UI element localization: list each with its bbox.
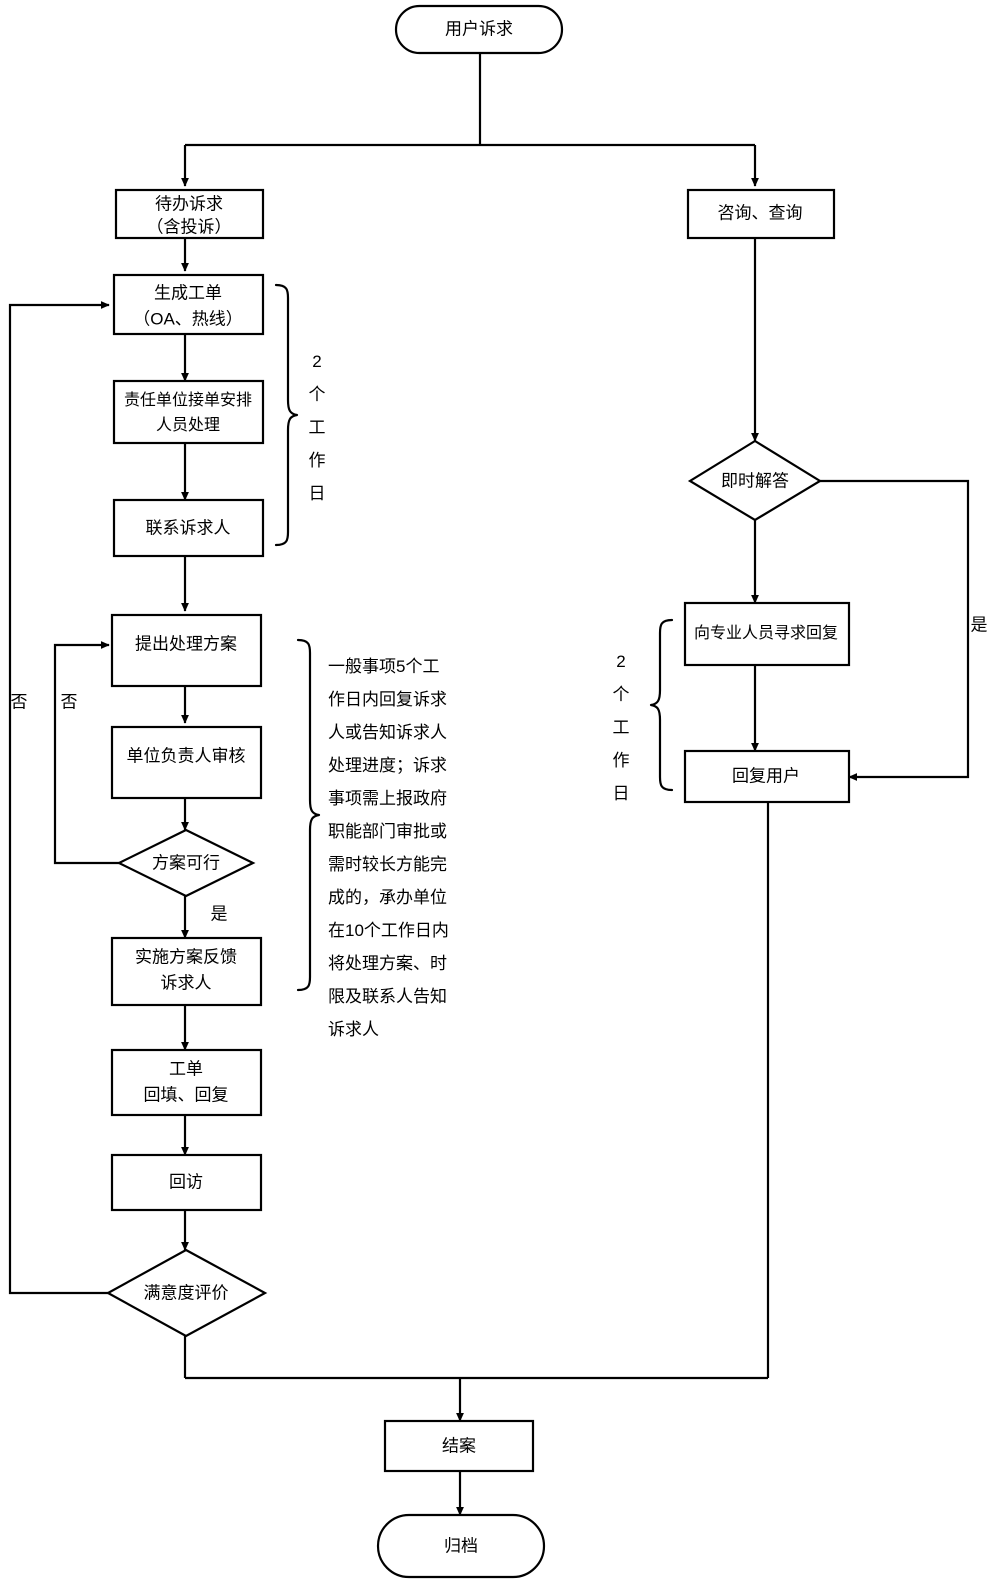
node-contact-label: 联系诉求人 (146, 518, 231, 537)
annotation-sla-right-char-3: 作 (612, 751, 630, 770)
annotation-policy-note-line-3: 处理进度；诉求 (328, 756, 447, 775)
node-start[interactable]: 用户诉求 (394, 4, 564, 55)
node-feasible[interactable]: 方案可行 (116, 828, 256, 898)
annotation-sla-left-top-char-0: 2 (312, 352, 322, 371)
node-close-case[interactable]: 结案 (383, 1419, 535, 1473)
node-instant-answer[interactable]: 即时解答 (687, 439, 823, 522)
annotation-policy-note-line-11: 诉求人 (328, 1020, 379, 1039)
node-consult-label: 咨询、查询 (718, 203, 803, 222)
edge-label-feasible-yes: 是 (211, 904, 228, 923)
annotation-policy-note-line-8: 在10个工作日内 (328, 921, 449, 940)
node-start-label: 用户诉求 (445, 19, 513, 38)
annotation-sla-left-top-char-3: 作 (308, 451, 326, 470)
node-create-order-label-line2: （OA、热线） (133, 309, 243, 328)
annotation-policy-note-line-10: 限及联系人告知 (328, 987, 447, 1006)
node-archive-label: 归档 (444, 1536, 478, 1555)
node-pending-label-line2: （含投诉） (147, 217, 232, 236)
edge-label-feasible-no: 否 (61, 692, 78, 711)
node-pending[interactable]: 待办诉求 （含投诉） (114, 188, 265, 240)
annotation-policy-note-line-4: 事项需上报政府 (328, 789, 447, 808)
annotation-policy-note-line-1: 作日内回复诉求 (328, 690, 447, 709)
edge-instant-yes-bypass (820, 479, 970, 781)
annotation-sla-left-top-char-1: 个 (308, 385, 326, 404)
node-assign-label-line1: 责任单位接单安排 (124, 391, 252, 409)
edge-label-instant-answer-yes: 是 (971, 615, 988, 634)
node-revisit-label: 回访 (169, 1172, 203, 1191)
node-consult[interactable]: 咨询、查询 (686, 188, 836, 240)
annotation-sla-right-char-2: 工 (612, 718, 630, 737)
node-implement-label-line2: 诉求人 (161, 973, 212, 992)
annotation-sla-right-char-1: 个 (612, 685, 630, 704)
node-satisfaction[interactable]: 满意度评价 (105, 1248, 268, 1338)
node-close-case-label: 结案 (442, 1436, 476, 1455)
node-propose[interactable]: 提出处理方案 (110, 613, 263, 688)
node-assign[interactable]: 责任单位接单安排 人员处理 (112, 379, 265, 445)
node-review[interactable]: 单位负责人审核 (110, 725, 263, 800)
node-seek-expert-label: 向专业人员寻求回复 (694, 624, 838, 642)
annotation-policy-note-line-6: 需时较长方能完 (328, 855, 447, 874)
edge-feasible-no-loop (53, 641, 119, 865)
node-assign-label-line2: 人员处理 (156, 416, 220, 434)
annotation-sla-left-top-char-4: 日 (308, 484, 326, 503)
annotation-sla-right-char-4: 日 (612, 784, 630, 803)
annotation-policy-note-line-0: 一般事项5个工 (328, 657, 440, 676)
annotation-sla-right: 2 个 工 作 日 (610, 645, 632, 810)
node-seek-expert[interactable]: 向专业人员寻求回复 (683, 601, 851, 667)
node-reply-user[interactable]: 回复用户 (683, 749, 851, 804)
node-fill-reply-label-line1: 工单 (169, 1059, 203, 1078)
edge-label-satisfaction-no: 否 (11, 692, 28, 711)
node-create-order[interactable]: 生成工单 （OA、热线） (112, 273, 265, 336)
node-review-label: 单位负责人审核 (127, 746, 246, 765)
node-fill-reply-label-line2: 回填、回复 (144, 1085, 229, 1104)
annotation-sla-left-top-char-2: 工 (308, 418, 326, 437)
annotation-sla-left-top: 2 个 工 作 日 (306, 345, 328, 510)
brace-policy-note (296, 638, 321, 992)
annotation-policy-note-line-7: 成的，承办单位 (328, 888, 447, 907)
annotation-policy-note: 一般事项5个工 作日内回复诉求 人或告知诉求人 处理进度；诉求 事项需上报政府 … (328, 650, 488, 1046)
node-pending-label-line1: 待办诉求 (155, 194, 223, 213)
node-create-order-label-line1: 生成工单 (154, 283, 222, 302)
node-implement-label-line1: 实施方案反馈 (135, 947, 237, 966)
node-contact[interactable]: 联系诉求人 (112, 498, 265, 558)
node-fill-reply[interactable]: 工单 回填、回复 (110, 1048, 263, 1117)
annotation-policy-note-line-2: 人或告知诉求人 (328, 723, 447, 742)
node-feasible-label: 方案可行 (152, 853, 220, 872)
annotation-policy-note-line-9: 将处理方案、时 (328, 954, 447, 973)
annotation-sla-right-char-0: 2 (616, 652, 626, 671)
brace-sla-right (649, 618, 674, 792)
node-revisit[interactable]: 回访 (110, 1153, 263, 1212)
node-archive[interactable]: 归档 (376, 1513, 546, 1579)
node-propose-label: 提出处理方案 (135, 634, 237, 653)
node-implement[interactable]: 实施方案反馈 诉求人 (110, 936, 263, 1007)
node-satisfaction-label: 满意度评价 (144, 1283, 229, 1302)
brace-sla-left-top (274, 283, 299, 547)
connectors (8, 53, 970, 1516)
edge-satisfaction-no-loop (8, 301, 110, 1295)
node-instant-answer-label: 即时解答 (721, 471, 789, 490)
node-reply-user-label: 回复用户 (732, 766, 800, 785)
annotation-policy-note-line-5: 职能部门审批或 (328, 822, 447, 841)
